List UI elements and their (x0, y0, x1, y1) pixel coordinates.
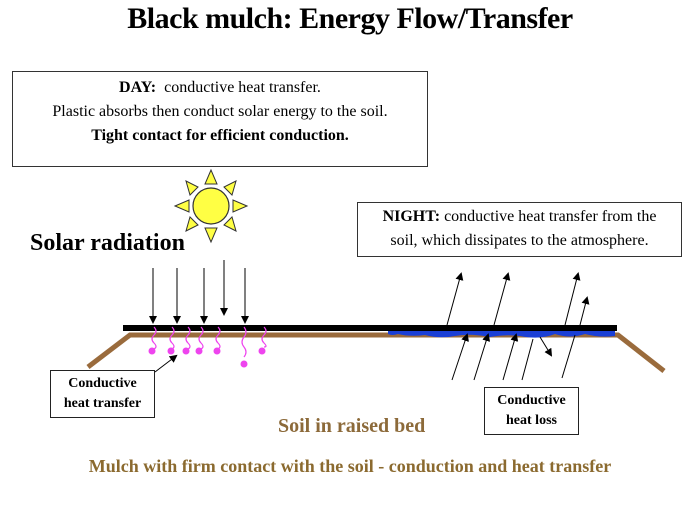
soil-heat-arrow (451, 333, 469, 381)
night-info-box: NIGHT: conductive heat transfer from the… (357, 202, 682, 257)
caption: Mulch with firm contact with the soil - … (88, 456, 612, 476)
heat-dot (213, 347, 221, 355)
day-line-1-text: conductive heat transfer. (156, 79, 321, 96)
night-line-1-text: conductive heat transfer from the (440, 208, 657, 225)
heat-dot (148, 347, 156, 355)
night-label: NIGHT: (382, 208, 441, 225)
heat-dot (240, 360, 248, 368)
heat-wave (185, 326, 191, 350)
solar-arrows (149, 260, 249, 324)
soil-heat-arrow (473, 333, 491, 381)
atmosphere-arrow (493, 272, 511, 326)
heat-dot (167, 347, 175, 355)
atmosphere-arrow (564, 272, 581, 326)
atmosphere-arrow (446, 272, 464, 326)
night-line-2: soil, which dissipates to the atmosphere… (390, 232, 649, 249)
solar-radiation-label: Solar radiation (30, 230, 185, 256)
heat-transfer-pointer (154, 354, 178, 373)
night-line-1: NIGHT: conductive heat transfer from the (358, 205, 681, 229)
day-line-2: Plastic absorbs then conduct solar energ… (52, 103, 388, 120)
day-line-3: Tight contact for efficient conduction. (91, 127, 349, 144)
soil-heat-arrow (561, 334, 576, 379)
atmosphere-arrow (579, 296, 590, 326)
heat-loss-line-1: Conductive (497, 393, 566, 408)
sun-icon (173, 168, 249, 244)
conductive-heat-loss-box: Conductive heat loss (484, 387, 579, 435)
heat-wave (169, 326, 175, 350)
heat-wave (151, 326, 157, 350)
heat-dot (258, 347, 266, 355)
page-title: Black mulch: Energy Flow/Transfer (127, 2, 573, 35)
heat-transfer-line-2: heat transfer (63, 396, 142, 411)
heat-loss-line-2: heat loss (506, 413, 557, 428)
soil-label: Soil in raised bed (278, 415, 426, 437)
heat-dot (195, 347, 203, 355)
heat-wave (261, 326, 267, 348)
moisture-layer (388, 330, 615, 338)
conductive-heat-transfer-box: Conductive heat transfer (50, 370, 155, 418)
day-info-box: DAY: conductive heat transfer. Plastic a… (12, 71, 428, 167)
deflected-arrow (539, 336, 553, 357)
soil-heat-arrow (521, 338, 534, 381)
day-label: DAY: (119, 79, 157, 96)
heat-transfer-line-1: Conductive (68, 376, 137, 391)
night-upward-arrows (446, 272, 590, 381)
heat-wave (198, 326, 204, 350)
heat-dots (148, 347, 266, 368)
heat-waves (151, 326, 267, 358)
heat-wave (215, 326, 221, 350)
black-mulch-layer (123, 325, 617, 331)
soil-bed-outline (86, 332, 666, 373)
heat-dot (182, 347, 190, 355)
heat-wave (241, 326, 247, 358)
day-line-1: DAY: conductive heat transfer. (13, 76, 427, 100)
soil-heat-arrow (502, 333, 519, 381)
